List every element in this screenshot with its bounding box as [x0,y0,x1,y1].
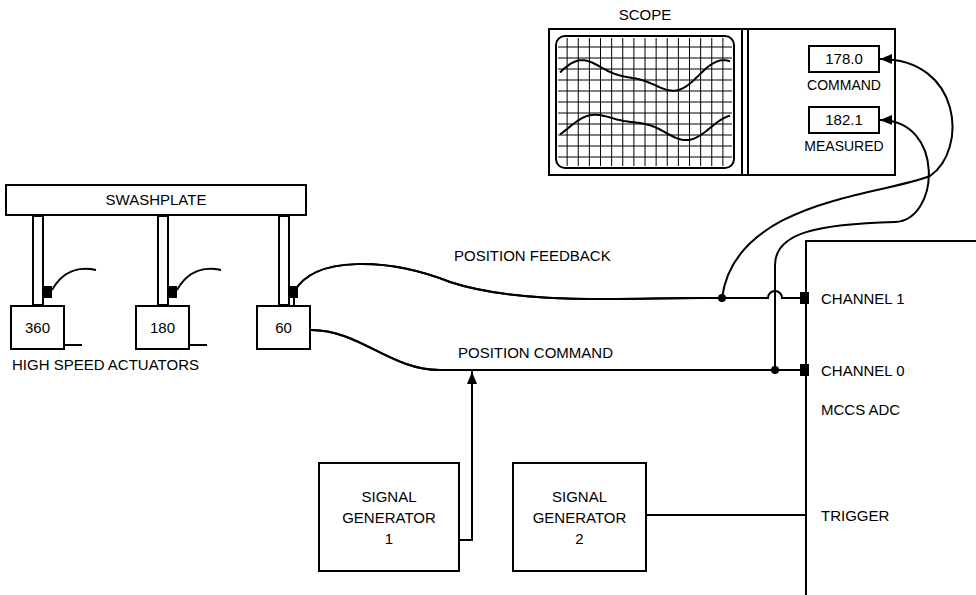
wire-label: POSITION COMMAND [456,344,615,362]
actuator-rod [158,216,168,305]
display-value: 182.1 [825,111,863,129]
actuator-box: 60 [256,305,311,350]
scope-grid [558,38,732,166]
grid-line [558,47,732,48]
generator-label: SIGNAL GENERATOR 2 [530,486,630,549]
channel-label: CHANNEL 1 [821,290,905,308]
arrow-head [880,115,892,125]
position-sensor [43,286,52,298]
node-label: 60 [275,319,292,337]
position-sensor [168,286,177,298]
digital-display: 178.0COMMAND [808,45,880,73]
signal-generator: SIGNAL GENERATOR 1 [318,462,460,572]
position-sensor [289,286,298,298]
signal-wire [311,330,805,370]
grid-line [558,91,732,92]
actuator-rod [33,216,43,305]
grid-line [558,157,732,158]
signal-wire [647,515,805,516]
scope-box: SCOPE178.0COMMAND182.1MEASURED [548,28,896,176]
actuator-box: 360 [10,305,65,350]
wire-path [294,264,805,305]
grid-line [558,58,732,59]
wire-label: POSITION FEEDBACK [452,247,613,265]
unit-title: MCCS ADC [821,401,900,419]
node-label: SWASHPLATE [106,191,207,209]
adc-panel: CHANNEL 1 CHANNEL 0 MCCS ADC TRIGGER [805,240,976,595]
display-caption: MEASURED [804,138,883,155]
grid-line [558,102,732,103]
grid-line [558,135,732,136]
wire-path [294,59,953,305]
signal-wire [294,264,805,305]
scope-trace [560,60,730,90]
wire-path [647,514,805,516]
scope-screen [556,36,734,168]
actuator-box: 180 [135,305,190,350]
group-caption: HIGH SPEED ACTUATORS [10,356,201,374]
signal-wire [294,54,953,305]
arrow-head [880,54,892,64]
junction-dot [771,366,779,374]
scope-trace [560,115,730,140]
trigger-label: TRIGGER [821,507,889,525]
grid-line [558,146,732,147]
scope-title: SCOPE [619,6,672,24]
sensor-wire [52,269,96,290]
generator-label: SIGNAL GENERATOR 1 [339,486,439,549]
scope-divider [741,28,743,176]
actuator-rod [279,216,289,305]
swashplate-bar: SWASHPLATE [5,184,307,216]
digital-display: 182.1MEASURED [808,106,880,134]
scope-divider [747,28,749,176]
channel-label: CHANNEL 0 [821,362,905,380]
sensor-wire [177,269,221,290]
grid-line [558,113,732,114]
signal-generator: SIGNAL GENERATOR 2 [512,462,647,572]
node-label: 180 [150,319,175,337]
command-wire-stub [65,344,82,346]
command-wire-stub [190,344,207,346]
display-caption: COMMAND [807,77,881,94]
node-label: 360 [25,319,50,337]
display-value: 178.0 [825,50,863,68]
junction-dot [718,294,726,302]
wire-path [311,330,805,370]
